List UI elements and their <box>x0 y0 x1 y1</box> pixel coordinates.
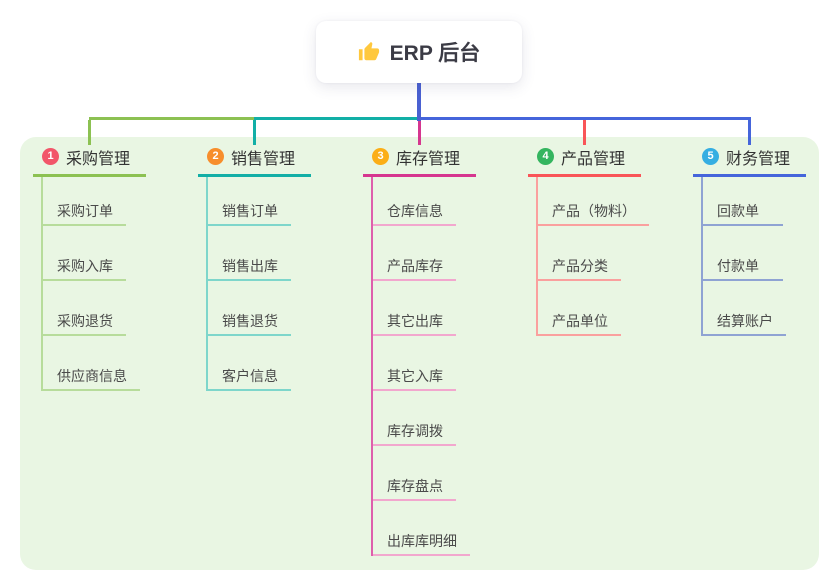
child-label: 结算账户 <box>717 313 773 329</box>
branch-node-3[interactable]: 3 库存管理 <box>363 145 476 177</box>
child-label: 销售出库 <box>222 258 278 274</box>
child-label: 其它出库 <box>387 313 443 329</box>
child-label: 采购订单 <box>57 203 113 219</box>
connector-drop-5 <box>748 120 751 145</box>
child-item[interactable]: 库存盘点 <box>373 446 456 501</box>
branch-badge-5: 5 <box>702 148 719 165</box>
child-item[interactable]: 其它入库 <box>373 336 456 391</box>
connector-horizontal-2 <box>254 117 421 120</box>
children-list-1: 采购订单采购入库采购退货供应商信息 <box>41 177 183 391</box>
child-label: 采购入库 <box>57 258 113 274</box>
connector-drop-2 <box>253 120 256 145</box>
connector-drop-4 <box>583 120 586 145</box>
child-label: 产品（物料） <box>552 203 636 219</box>
child-label: 产品单位 <box>552 313 608 329</box>
connector-root-stem <box>417 83 421 121</box>
child-item[interactable]: 采购退货 <box>43 281 126 336</box>
branch-title: 采购管理 <box>66 150 131 168</box>
child-item[interactable]: 客户信息 <box>208 336 291 391</box>
child-item[interactable]: 产品库存 <box>373 226 456 281</box>
child-item[interactable]: 销售订单 <box>208 177 291 226</box>
child-label: 销售退货 <box>222 313 278 329</box>
child-label: 回款单 <box>717 203 759 219</box>
branch-badge-3: 3 <box>372 148 389 165</box>
child-label: 出库库明细 <box>387 533 457 549</box>
child-item[interactable]: 其它出库 <box>373 281 456 336</box>
connector-drop-1 <box>88 120 91 145</box>
branch-title: 库存管理 <box>396 150 461 168</box>
child-item[interactable]: 销售出库 <box>208 226 291 281</box>
child-item[interactable]: 结算账户 <box>703 281 786 336</box>
branch-badge-1: 1 <box>42 148 59 165</box>
children-list-3: 仓库信息产品库存其它出库其它入库库存调拨库存盘点出库库明细 <box>371 177 513 556</box>
child-item[interactable]: 回款单 <box>703 177 783 226</box>
branches-panel <box>20 137 819 570</box>
child-item[interactable]: 供应商信息 <box>43 336 140 391</box>
root-title: ERP 后台 <box>389 42 481 65</box>
child-item[interactable]: 产品（物料） <box>538 177 649 226</box>
branch-title: 财务管理 <box>726 150 791 168</box>
child-item[interactable]: 销售退货 <box>208 281 291 336</box>
child-label: 采购退货 <box>57 313 113 329</box>
branch-4: 4 产品管理产品（物料） 产品分类产品单位 <box>528 145 678 336</box>
child-label: 销售订单 <box>222 203 278 219</box>
child-item[interactable]: 采购订单 <box>43 177 126 226</box>
thumbs-up-icon <box>358 41 380 63</box>
children-list-2: 销售订单销售出库销售退货客户信息 <box>206 177 348 391</box>
branch-node-5[interactable]: 5 财务管理 <box>693 145 806 177</box>
branch-node-4[interactable]: 4 产品管理 <box>528 145 641 177</box>
branch-1: 1 采购管理采购订单采购入库采购退货供应商信息 <box>33 145 183 391</box>
child-label: 客户信息 <box>222 368 278 384</box>
branch-3: 3 库存管理仓库信息产品库存其它出库其它入库库存调拨库存盘点出库库明细 <box>363 145 513 556</box>
child-label: 库存调拨 <box>387 423 443 439</box>
branch-2: 2 销售管理销售订单销售出库销售退货客户信息 <box>198 145 348 391</box>
child-label: 产品库存 <box>387 258 443 274</box>
child-label: 产品分类 <box>552 258 608 274</box>
branch-title: 销售管理 <box>231 150 296 168</box>
branch-node-1[interactable]: 1 采购管理 <box>33 145 146 177</box>
root-node[interactable]: ERP 后台 <box>316 21 522 83</box>
children-list-5: 回款单付款单结算账户 <box>701 177 839 336</box>
child-item[interactable]: 出库库明细 <box>373 501 470 556</box>
child-item[interactable]: 产品单位 <box>538 281 621 336</box>
child-label: 库存盘点 <box>387 478 443 494</box>
branch-badge-4: 4 <box>537 148 554 165</box>
connector-horizontal-5 <box>419 117 751 120</box>
child-label: 仓库信息 <box>387 203 443 219</box>
children-list-4: 产品（物料） 产品分类产品单位 <box>536 177 678 336</box>
child-label: 付款单 <box>717 258 759 274</box>
child-item[interactable]: 产品分类 <box>538 226 621 281</box>
branch-title: 产品管理 <box>561 150 626 168</box>
child-item[interactable]: 仓库信息 <box>373 177 456 226</box>
child-label: 供应商信息 <box>57 368 127 384</box>
child-label: 其它入库 <box>387 368 443 384</box>
branch-node-2[interactable]: 2 销售管理 <box>198 145 311 177</box>
connector-drop-3 <box>418 120 421 145</box>
child-item[interactable]: 采购入库 <box>43 226 126 281</box>
child-item[interactable]: 库存调拨 <box>373 391 456 446</box>
branch-badge-2: 2 <box>207 148 224 165</box>
child-item[interactable]: 付款单 <box>703 226 783 281</box>
branch-5: 5 财务管理回款单付款单结算账户 <box>693 145 839 336</box>
